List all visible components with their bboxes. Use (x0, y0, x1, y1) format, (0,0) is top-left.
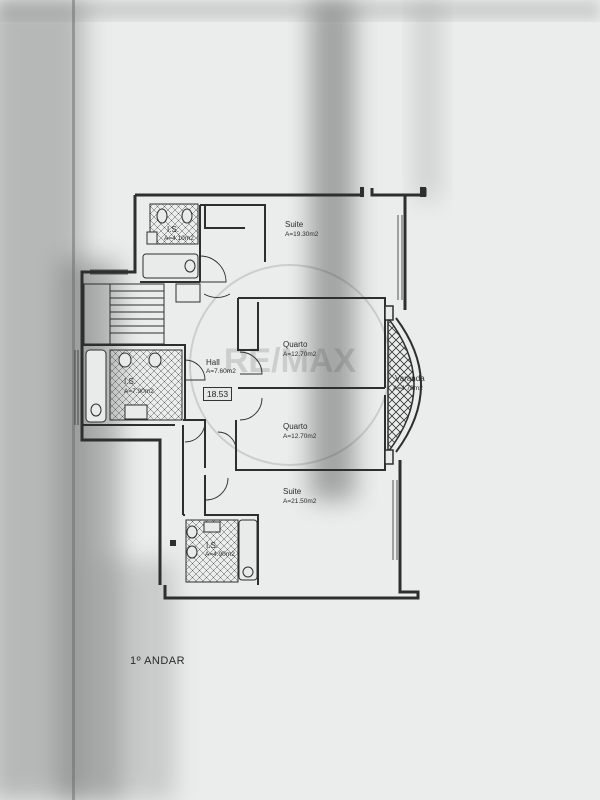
room-area-suite-top: A=19.30m2 (285, 231, 319, 238)
room-area-is-top: A=4.10m2 (164, 235, 194, 242)
doors (184, 255, 263, 501)
room-area-is-left: A=7.90m2 (124, 388, 154, 395)
room-name-is-top: I.S. (167, 225, 180, 234)
room-area-quarto-1: A=12.70m2 (283, 351, 317, 358)
varanda-balcony (384, 305, 422, 465)
room-name-suite-top: Suite (285, 220, 304, 229)
room-area-hall: A=7.60m2 (206, 368, 236, 375)
room-area-varanda: A=4.70m2 (393, 385, 423, 392)
room-name-is-bottom: I.S. (206, 541, 219, 550)
room-area-quarto-2: A=12.70m2 (283, 433, 317, 440)
room-name-quarto-1: Quarto (283, 340, 308, 349)
room-name-quarto-2: Quarto (283, 422, 308, 431)
windows (74, 215, 403, 560)
room-area-suite-bottom: A=21.50m2 (283, 498, 317, 505)
floor-title: 1º ANDAR (130, 655, 186, 667)
room-name-varanda: Varanda (395, 374, 425, 383)
room-name-hall: Hall (206, 358, 220, 367)
fixtures (85, 208, 258, 581)
room-name-suite-bottom: Suite (283, 487, 302, 496)
room-area-is-bottom: A=4.90m2 (205, 551, 235, 558)
room-name-is-left: I.S. (124, 377, 137, 386)
columns (170, 187, 426, 546)
hall-area-tag: 18.53 (203, 387, 232, 401)
remax-watermark: RE/MAX (189, 264, 391, 466)
interior-walls (82, 204, 386, 585)
